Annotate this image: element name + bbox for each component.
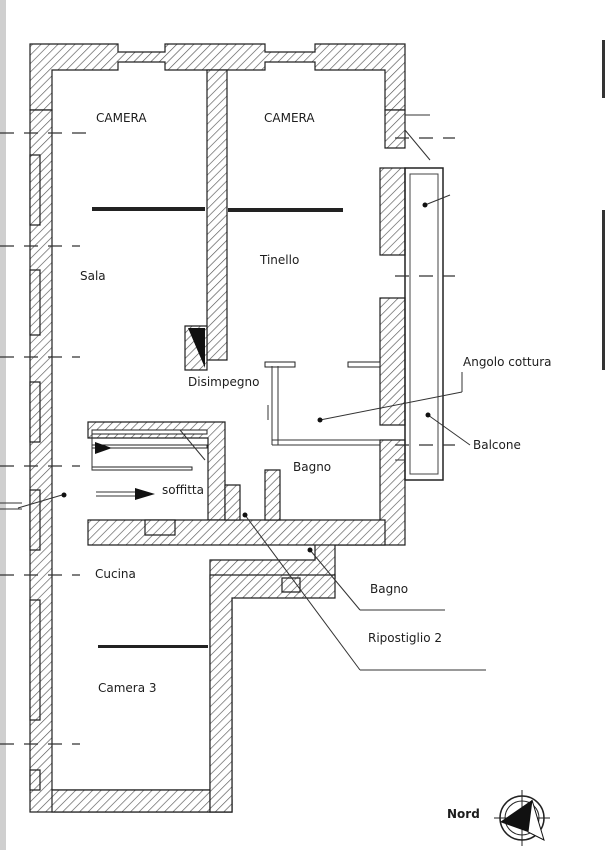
label-soffitta: soffitta [162, 483, 204, 497]
north-compass: Nord [447, 790, 550, 846]
label-bagno-2: Bagno [370, 582, 408, 596]
edge-mark-mid [602, 210, 605, 370]
label-camera-left: CAMERA [96, 111, 147, 125]
edge-mark-top [602, 40, 605, 98]
label-ripostiglio: Ripostiglio 2 [368, 631, 442, 645]
leader-lines [0, 194, 486, 671]
label-tinello: Tinello [259, 253, 299, 267]
label-cucina: Cucina [95, 567, 136, 581]
label-bagno-1: Bagno [293, 460, 331, 474]
compass-label: Nord [447, 807, 480, 821]
scan-edge [0, 0, 6, 850]
partition-lines [91, 114, 444, 648]
label-camera-right: CAMERA [264, 111, 315, 125]
label-angolo-cottura: Angolo cottura [463, 355, 552, 369]
label-sala: Sala [80, 269, 106, 283]
room-labels: CAMERA CAMERA Sala Tinello Disimpegno An… [80, 111, 552, 695]
compass-rose-icon [494, 790, 550, 846]
dimension-ticks [0, 132, 455, 745]
outer-walls [29, 43, 406, 813]
label-camera-3: Camera 3 [98, 681, 157, 695]
label-disimpegno: Disimpegno [188, 375, 259, 389]
interior-walls [87, 69, 386, 813]
label-balcone: Balcone [473, 438, 521, 452]
